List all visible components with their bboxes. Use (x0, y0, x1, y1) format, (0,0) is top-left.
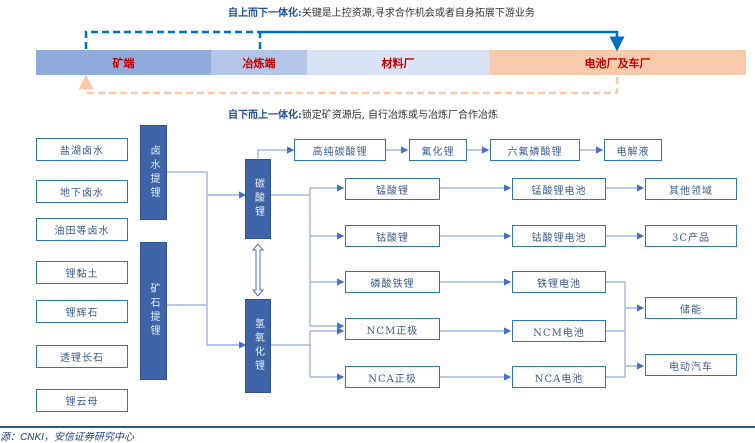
top-down-integration-arrow (84, 30, 625, 52)
chain-lithium-fluoride: 氟化锂 (409, 139, 467, 161)
stage-battery-auto-label: 电池厂及车厂 (584, 56, 651, 70)
source-note: 源：CNKI，安信证券研究中心 (0, 432, 134, 443)
bottom-up-caption: 自下而上一体化:锁定矿资源后, 自行冶炼或与冶炼厂合作冶炼 (228, 106, 498, 121)
application-label: 电动汽车 (669, 361, 713, 373)
application-ev: 电动汽车 (645, 354, 737, 376)
battery-lfp: 铁锂电池 (512, 271, 606, 293)
extraction-label: 矿石提锂 (148, 283, 159, 339)
battery-label: 铁锂电池 (537, 278, 581, 290)
top-down-caption-title: 自上而下一体化: (228, 8, 302, 19)
application-label: 其他领域 (669, 185, 713, 197)
extraction-ore: 矿石提锂 (140, 242, 167, 380)
chain-high-purity-carbonate: 高纯碳酸锂 (294, 139, 386, 161)
source-lithium-clay: 锂黏土 (36, 261, 128, 284)
cathode-nca: NCA正极 (345, 366, 440, 388)
battery-lmo: 锰酸锂电池 (512, 178, 606, 200)
cathode-lfp: 磷酸铁锂 (345, 271, 440, 293)
intermediate-lithium-carbonate: 碳酸锂 (245, 159, 271, 239)
chain-electrolyte: 电解液 (604, 139, 662, 161)
cathode-label: 钴酸锂 (376, 232, 409, 244)
stage-mine-label: 矿端 (112, 56, 135, 70)
top-down-caption-text: 关键是上控资源,寻求合作机会或者自身拓展下游业务 (301, 8, 535, 19)
battery-label: 钴酸锂电池 (531, 232, 587, 244)
battery-label: NCA电池 (534, 373, 584, 385)
stage-smelting-label: 冶炼端 (242, 56, 276, 70)
battery-lco: 钴酸锂电池 (512, 225, 606, 247)
source-spodumene: 锂辉石 (36, 300, 128, 323)
source-label: 地下卤水 (60, 188, 104, 199)
application-3c: 3C产品 (645, 225, 737, 247)
battery-label: NCM电池 (533, 327, 585, 339)
source-label: 透锂长石 (60, 353, 104, 364)
chain-label: 氟化锂 (421, 146, 455, 158)
cathode-label: NCA正极 (368, 373, 417, 385)
source-label: 盐湖卤水 (60, 146, 104, 157)
conversion-double-arrow (251, 243, 265, 297)
intermediate-label: 碳酸锂 (252, 178, 264, 220)
source-underground-brine: 地下卤水 (36, 180, 128, 203)
chain-label: 高纯碳酸锂 (312, 146, 368, 158)
chain-label: 六氟磷酸锂 (507, 146, 563, 158)
cathode-lco: 钴酸锂 (345, 225, 440, 247)
source-petalite: 透锂长石 (36, 345, 128, 368)
source-label: 油田等卤水 (54, 226, 110, 237)
stage-materials: 材料厂 (307, 50, 489, 75)
stage-smelting: 冶炼端 (211, 50, 307, 75)
bottom-up-integration-arrow (78, 74, 619, 95)
cathode-ncm: NCM正极 (345, 318, 440, 340)
battery-nca: NCA电池 (512, 366, 606, 388)
extraction-label: 卤水提锂 (148, 144, 159, 201)
solid-path-to-battery (260, 30, 625, 52)
cathode-lmo: 锰酸锂 (345, 178, 440, 200)
top-down-caption: 自上而下一体化:关键是上控资源,寻求合作机会或者自身拓展下游业务 (228, 4, 535, 19)
footer-rule (0, 426, 755, 428)
source-oilfield-brine: 油田等卤水 (36, 218, 128, 241)
extraction-brine: 卤水提锂 (140, 125, 167, 220)
source-lepidolite: 锂云母 (36, 389, 128, 412)
bottom-up-caption-title: 自下而上一体化: (228, 110, 302, 121)
cathode-label: 锰酸锂 (376, 185, 409, 197)
stage-materials-label: 材料厂 (381, 56, 415, 70)
source-label: 锂云母 (65, 397, 99, 408)
application-other: 其他领域 (645, 178, 737, 200)
application-label: 3C产品 (671, 232, 710, 244)
application-label: 储能 (680, 304, 702, 316)
cathode-label: 磷酸铁锂 (370, 278, 415, 290)
source-salt-lake-brine: 盐湖卤水 (36, 138, 128, 161)
intermediate-lithium-hydroxide: 氢氧化锂 (245, 299, 271, 393)
stage-battery-auto: 电池厂及车厂 (489, 50, 746, 75)
chain-lipf6: 六氟磷酸锂 (490, 139, 580, 161)
battery-label: 锰酸锂电池 (531, 185, 587, 197)
source-label: 锂黏土 (65, 269, 99, 280)
intermediate-label: 氢氧化锂 (252, 318, 264, 374)
battery-ncm: NCM电池 (512, 320, 606, 342)
stage-mine: 矿端 (36, 50, 211, 75)
bottom-up-caption-text: 锁定矿资源后, 自行冶炼或与冶炼厂合作冶炼 (301, 110, 499, 121)
cathode-label: NCM正极 (366, 325, 419, 337)
dashed-path-mine (84, 30, 180, 49)
application-energy-storage: 储能 (645, 297, 737, 319)
chain-label: 电解液 (616, 146, 650, 158)
source-label: 锂辉石 (65, 308, 99, 319)
